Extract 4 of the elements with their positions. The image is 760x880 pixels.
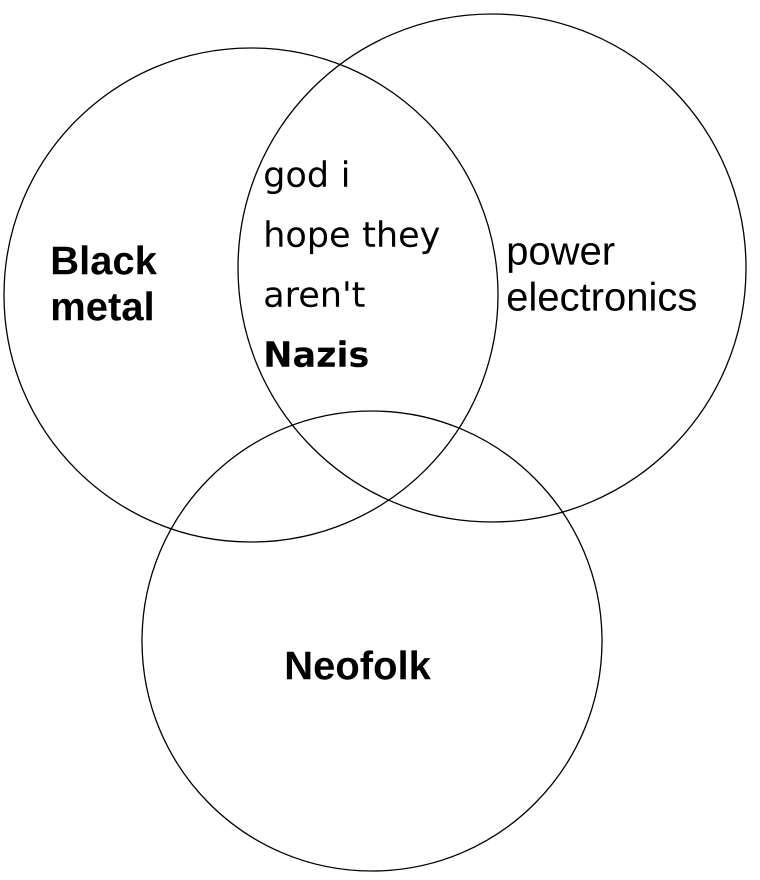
circle-label: Neofolk (286, 650, 431, 680)
overlap-label: god i hope they aren't Nazis (265, 160, 440, 368)
circle-label: power electronics (508, 243, 696, 311)
circle-label: Black metal (52, 245, 157, 321)
